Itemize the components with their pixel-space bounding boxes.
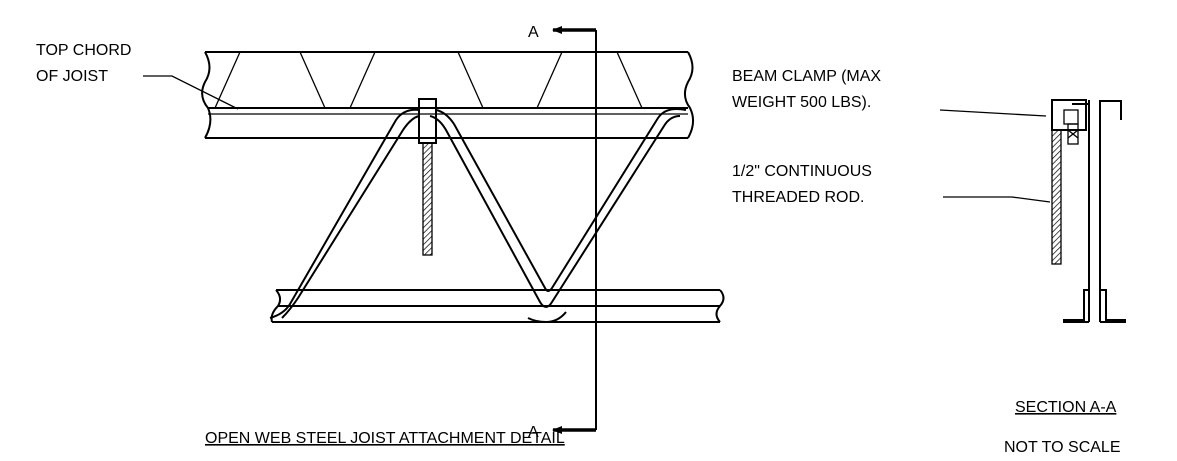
clamp-elevation xyxy=(418,98,437,256)
section-cut-line: A A xyxy=(528,24,597,441)
threaded-rod-label-line-1: 1/2" CONTINUOUS xyxy=(732,163,872,180)
beam-clamp-label-line-1: BEAM CLAMP (MAX xyxy=(732,68,881,85)
top-chord-label-line-2: OF JOIST xyxy=(36,68,108,85)
section-mark-bottom: A xyxy=(528,424,539,441)
web-members xyxy=(269,108,687,324)
beam-clamp-section xyxy=(1051,99,1087,145)
detail-title: OPEN WEB STEEL JOIST ATTACHMENT DETAIL xyxy=(205,430,565,447)
section-title: SECTION A-A xyxy=(1015,399,1117,416)
bottom-chord xyxy=(270,289,725,323)
scale-note: NOT TO SCALE xyxy=(1004,439,1120,456)
threaded-rod-elevation xyxy=(422,142,433,256)
top-chord-callout: TOP CHORD OF JOIST xyxy=(36,42,239,110)
threaded-rod-section xyxy=(1051,129,1062,265)
top-chord-label-line-1: TOP CHORD xyxy=(36,42,131,59)
section-a-a-view xyxy=(1051,99,1126,323)
joist-elevation: A A xyxy=(201,24,725,441)
section-mark-top: A xyxy=(528,24,539,41)
top-chord xyxy=(201,51,694,139)
threaded-rod-label-line-2: THREADED ROD. xyxy=(732,189,864,206)
beam-clamp-label-line-2: WEIGHT 500 LBS). xyxy=(732,94,871,111)
threaded-rod-callout: 1/2" CONTINUOUS THREADED ROD. xyxy=(732,163,1051,206)
beam-clamp-callout: BEAM CLAMP (MAX WEIGHT 500 LBS). xyxy=(732,68,1047,117)
